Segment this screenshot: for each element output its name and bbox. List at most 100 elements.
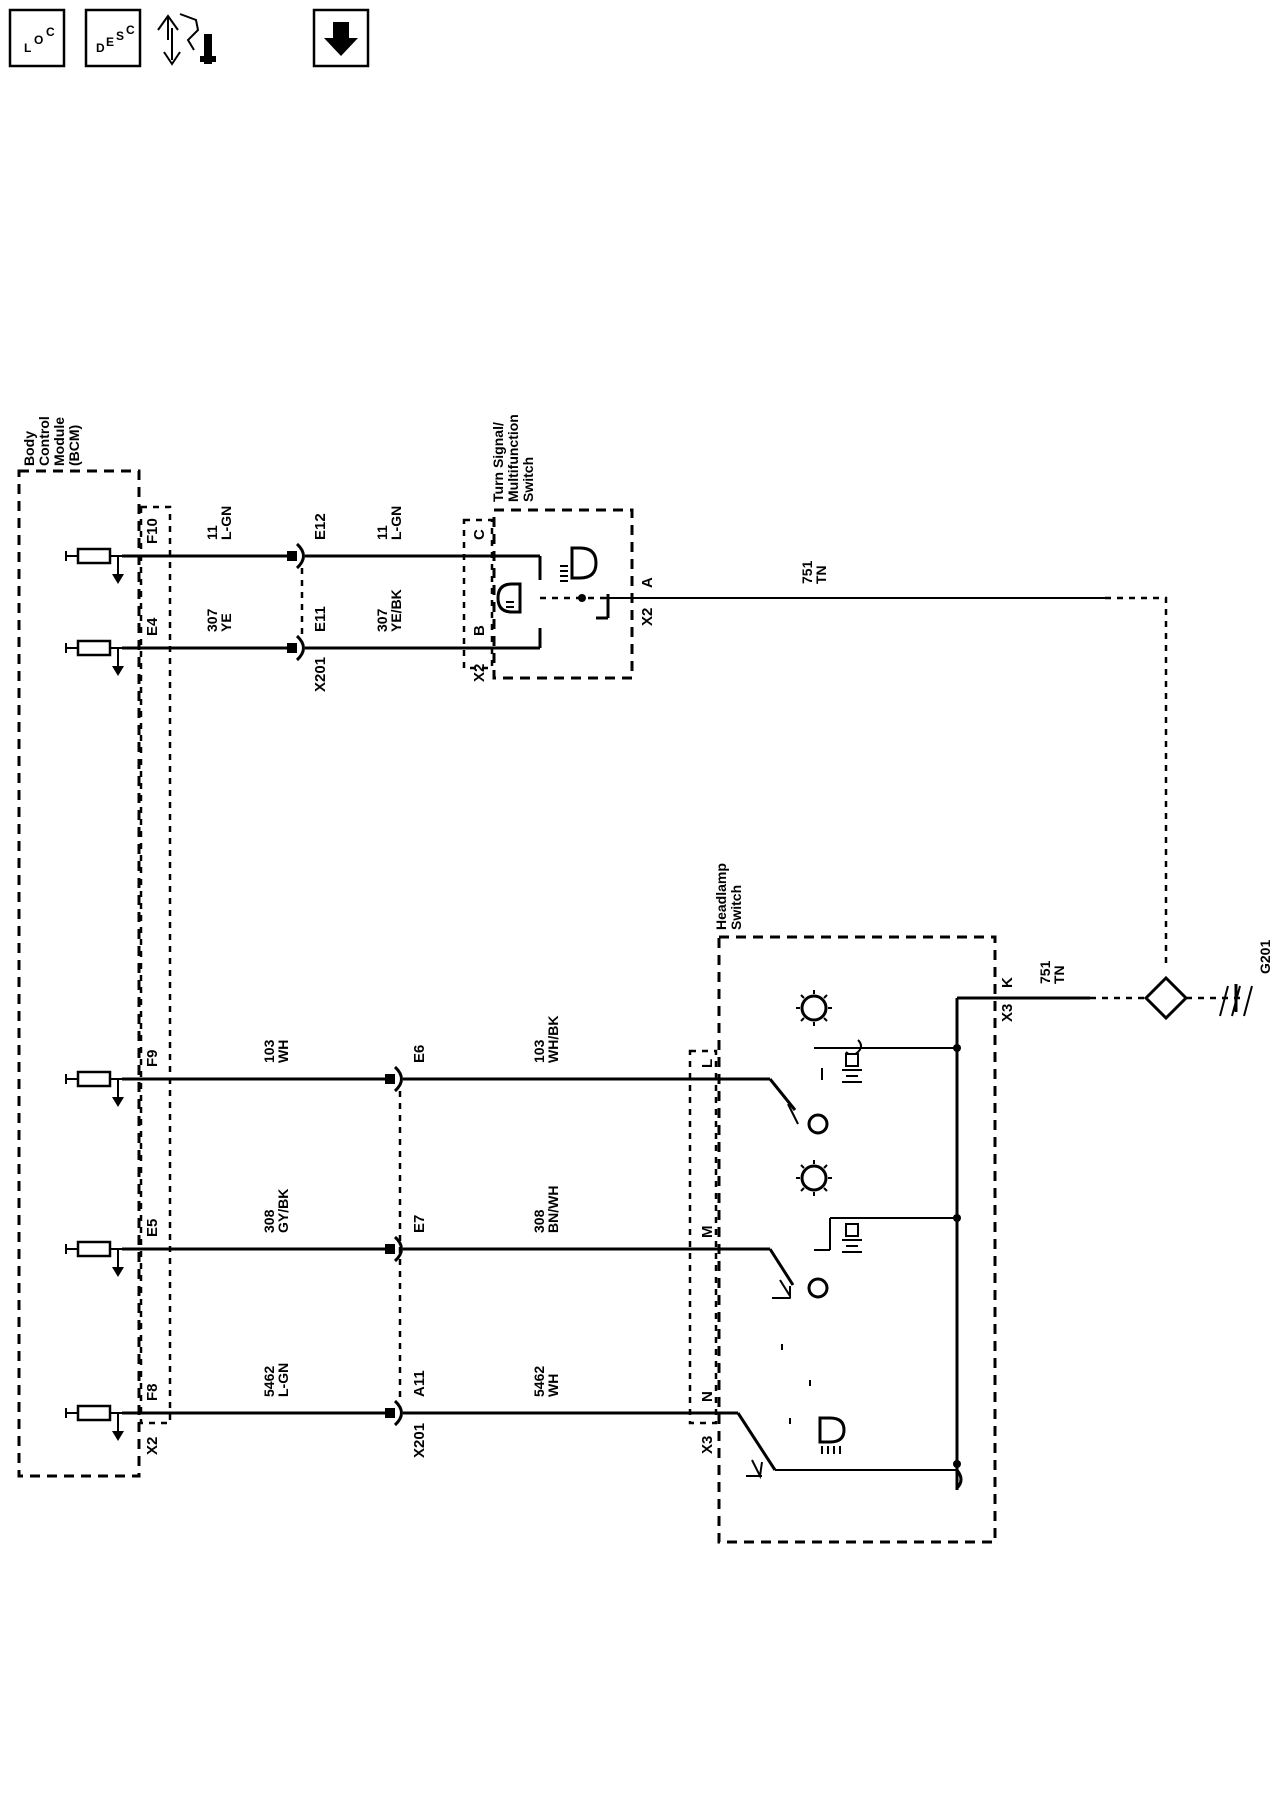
svg-text:(BCM): (BCM) (66, 425, 82, 466)
turn-pin-a: A (639, 577, 656, 588)
turn-switch-connector-x2 (462, 518, 494, 670)
svg-text:TN: TN (813, 565, 829, 584)
bcm-label: Body Control Module (BCM) (21, 416, 82, 466)
pin-a11: A11 (411, 1370, 428, 1397)
headlamp-switch-label: Headlamp Switch (713, 863, 744, 930)
loc-letter-l: L (24, 41, 31, 55)
desc-letter-s: S (116, 29, 124, 43)
label-wire-751a: 751 TN (799, 560, 829, 584)
headlamp-conn-x3-right: X3 (999, 1004, 1016, 1022)
svg-text:WH/BK: WH/BK (545, 1016, 561, 1063)
headlamp-switch: Headlamp Switch L M N X3 K X3 (688, 863, 1016, 1544)
pin-e5: E5 (144, 1219, 161, 1237)
svg-text:307: 307 (374, 608, 390, 632)
high-beam-icon (560, 546, 598, 582)
park-lamp-icon (842, 1039, 862, 1083)
pin-e11: E11 (312, 606, 329, 632)
svg-text:751: 751 (1037, 960, 1053, 984)
switch-contact-head (772, 1218, 831, 1300)
down-arrow-icon[interactable] (312, 8, 370, 68)
svg-text:Body: Body (21, 431, 37, 466)
sun-off-icon-2 (796, 1160, 832, 1196)
turn-switch-outline (492, 508, 634, 680)
svg-text:751: 751 (799, 560, 815, 584)
low-beam-icon (496, 582, 522, 614)
turn-pin-c: C (471, 529, 488, 540)
label-wire-5462b: 5462 WH (531, 1366, 561, 1397)
svg-text:Headlamp: Headlamp (713, 863, 729, 930)
svg-text:103: 103 (261, 1039, 277, 1063)
ground-label: G201 (1257, 940, 1273, 974)
sun-off-icon (796, 990, 832, 1026)
bcm-circuit-f10 (65, 547, 124, 584)
pin-f8: F8 (144, 1383, 161, 1401)
svg-text:Turn Signal/: Turn Signal/ (490, 422, 506, 502)
svg-text:103: 103 (531, 1039, 547, 1063)
pin-e6: E6 (411, 1045, 428, 1063)
loc-letter-o: O (34, 33, 43, 47)
switch-contact-park (787, 1068, 829, 1135)
bcm-outline (17, 469, 141, 1478)
description-view-icon[interactable]: D E S C (84, 8, 142, 68)
location-view-icon[interactable]: L O C (8, 8, 66, 68)
svg-text:Module: Module (51, 417, 67, 466)
svg-text:5462: 5462 (531, 1366, 547, 1397)
turn-pin-b: B (471, 625, 488, 636)
svg-text:BN/WH: BN/WH (545, 1186, 561, 1233)
svg-text:WH: WH (545, 1374, 561, 1397)
label-wire-11b: 11 L-GN (374, 506, 404, 540)
turn-signal-multifunction-switch: Turn Signal/ Multifunction Switch C B X2… (462, 414, 656, 682)
svg-text:307: 307 (204, 608, 220, 632)
svg-text:Multifunction: Multifunction (505, 414, 521, 502)
wire-labels: 11 L-GN 11 L-GN 307 YE 307 YE/BK 751 TN … (204, 506, 1067, 1397)
label-wire-11a: 11 L-GN (204, 506, 234, 540)
switch-contact-auto (746, 1344, 811, 1480)
headlamp-pin-k: K (999, 977, 1016, 988)
label-wire-308a: 308 GY/BK (261, 1189, 291, 1233)
headlamp-pin-m: M (699, 1226, 716, 1239)
svg-text:308: 308 (531, 1209, 547, 1233)
svg-text:YE: YE (218, 613, 234, 632)
wire-308 (122, 1235, 795, 1286)
svg-text:308: 308 (261, 1209, 277, 1233)
pin-f10: F10 (144, 518, 161, 544)
bcm-pin-labels: F10 E4 F9 E5 F8 X2 (144, 518, 161, 1455)
turn-conn-x2-right: X2 (639, 608, 656, 626)
desc-letter-d: D (96, 41, 105, 55)
ground-g201: G201 (1219, 940, 1273, 1017)
svg-text:YE/BK: YE/BK (388, 589, 404, 632)
svg-text:TN: TN (1051, 965, 1067, 984)
label-wire-307a: 307 YE (204, 608, 234, 632)
wire-11 (122, 542, 540, 570)
bcm-circuit-e4 (65, 639, 124, 676)
label-wire-307b: 307 YE/BK (374, 589, 404, 632)
headlamp-connector-x3 (688, 1049, 718, 1425)
pin-e4: E4 (144, 617, 161, 636)
wire-751 (630, 596, 1240, 1000)
label-wire-5462a: 5462 L-GN (261, 1363, 291, 1397)
diagnostic-tools-icon[interactable] (157, 13, 216, 66)
pin-f9: F9 (144, 1049, 161, 1067)
bcm-module: Body Control Module (BCM) (17, 416, 172, 1478)
label-wire-751b: 751 TN (1037, 960, 1067, 984)
svg-text:Switch: Switch (520, 457, 536, 502)
wire-103 (122, 1065, 797, 1111)
bcm-circuit-e5 (65, 1240, 124, 1277)
svg-text:L-GN: L-GN (218, 506, 234, 540)
headlamp-conn-x3-left: X3 (699, 1436, 716, 1454)
turn-switch-label: Turn Signal/ Multifunction Switch (490, 414, 536, 502)
svg-text:L-GN: L-GN (388, 506, 404, 540)
desc-letter-c: C (126, 23, 135, 37)
svg-text:11: 11 (204, 525, 220, 540)
label-wire-103a: 103 WH (261, 1039, 291, 1063)
bcm-circuit-f8 (65, 1404, 124, 1441)
svg-text:GY/BK: GY/BK (275, 1189, 291, 1233)
headlamp-pin-l: L (699, 1059, 716, 1068)
x201-bottom-name: X201 (411, 1423, 428, 1458)
pin-e7: E7 (411, 1215, 428, 1233)
x201-labels: E12 E11 X201 E6 E7 A11 X201 (312, 513, 428, 1458)
headlamp-pin-n: N (699, 1391, 716, 1402)
x201-top-name: X201 (312, 657, 329, 692)
svg-text:Switch: Switch (728, 885, 744, 930)
